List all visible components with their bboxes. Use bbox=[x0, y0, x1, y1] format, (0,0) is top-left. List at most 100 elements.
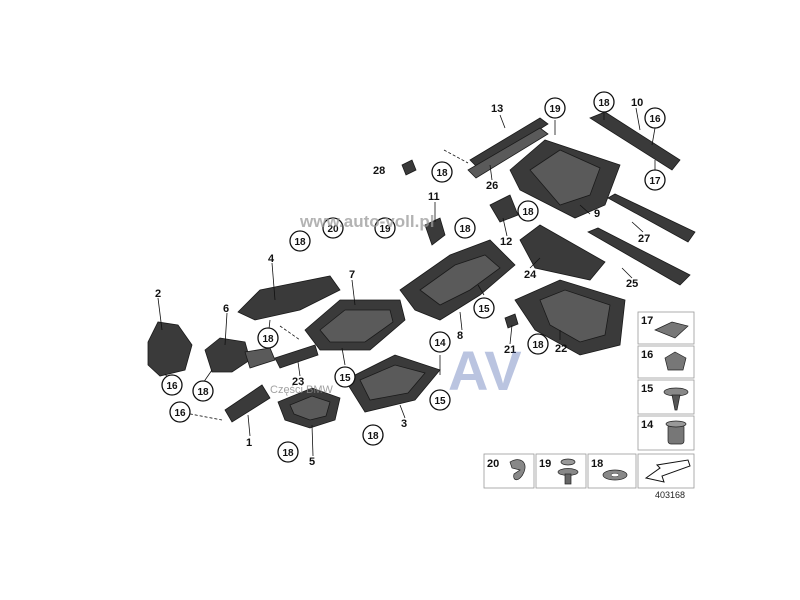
part-8-face bbox=[419, 254, 501, 306]
part-21 bbox=[504, 313, 519, 329]
part-3-face bbox=[359, 364, 426, 401]
callout-18-top-right: 18 bbox=[593, 91, 615, 113]
part-9-ridge bbox=[529, 149, 601, 206]
callout-16-top-right: 16 bbox=[644, 107, 666, 129]
part-5-face bbox=[289, 395, 331, 421]
label-11: 11 bbox=[428, 191, 440, 203]
svg-text:16: 16 bbox=[174, 408, 186, 419]
svg-text:18: 18 bbox=[262, 334, 274, 345]
legend-item-15: 15 bbox=[637, 379, 695, 415]
part-28 bbox=[401, 159, 417, 176]
label-3: 3 bbox=[401, 418, 407, 430]
part-27 bbox=[607, 193, 696, 243]
legend-item-20: 20 bbox=[483, 453, 535, 489]
svg-text:18: 18 bbox=[591, 458, 603, 470]
part-7-face bbox=[319, 309, 394, 343]
legend-item-14: 14 bbox=[637, 415, 695, 451]
label-1: 1 bbox=[246, 437, 252, 449]
svg-text:15: 15 bbox=[339, 373, 351, 384]
label-24: 24 bbox=[524, 269, 537, 281]
svg-text:17: 17 bbox=[649, 176, 661, 187]
svg-text:18: 18 bbox=[598, 98, 610, 109]
legend-item-18: 18 bbox=[587, 453, 637, 489]
label-13: 13 bbox=[491, 103, 503, 115]
svg-text:18: 18 bbox=[294, 237, 306, 248]
callout-19-mid: 19 bbox=[374, 217, 396, 239]
svg-text:14: 14 bbox=[641, 419, 654, 431]
callout-15-7: 15 bbox=[334, 366, 356, 388]
legend-item-17: 17 bbox=[637, 311, 695, 345]
label-25: 25 bbox=[626, 278, 638, 290]
svg-text:14: 14 bbox=[434, 338, 446, 349]
callout-16-2: 16 bbox=[161, 374, 183, 396]
callout-18-12: 18 bbox=[517, 200, 539, 222]
svg-text:16: 16 bbox=[166, 381, 178, 392]
legend-item-19: 19 bbox=[535, 453, 587, 489]
watermark-site: www.auto-voll.pl bbox=[299, 212, 434, 231]
svg-text:18: 18 bbox=[197, 387, 209, 398]
label-27: 27 bbox=[638, 233, 650, 245]
part-4 bbox=[237, 275, 341, 321]
svg-text:20: 20 bbox=[327, 224, 339, 235]
label-10: 10 bbox=[631, 97, 643, 109]
part-24 bbox=[519, 224, 606, 281]
callout-18-21: 18 bbox=[527, 333, 549, 355]
part-26 bbox=[467, 127, 549, 179]
watermark-brand: Części BMW bbox=[270, 384, 334, 396]
svg-text:20: 20 bbox=[487, 458, 499, 470]
svg-text:15: 15 bbox=[478, 304, 490, 315]
svg-text:18: 18 bbox=[282, 448, 294, 459]
svg-text:18: 18 bbox=[367, 431, 379, 442]
callout-18-4b: 18 bbox=[257, 327, 279, 349]
part-10 bbox=[589, 111, 681, 171]
svg-text:15: 15 bbox=[641, 383, 653, 395]
part-1 bbox=[224, 384, 271, 423]
label-2: 2 bbox=[155, 288, 161, 300]
svg-text:18: 18 bbox=[532, 340, 544, 351]
svg-text:19: 19 bbox=[379, 224, 391, 235]
label-21: 21 bbox=[504, 344, 516, 356]
svg-text:17: 17 bbox=[641, 315, 653, 327]
svg-text:15: 15 bbox=[434, 396, 446, 407]
callout-18-6: 18 bbox=[192, 380, 214, 402]
label-26: 26 bbox=[486, 180, 498, 192]
part-2 bbox=[147, 321, 193, 377]
callout-16-1: 16 bbox=[169, 401, 191, 423]
svg-text:19: 19 bbox=[549, 104, 561, 115]
svg-text:18: 18 bbox=[522, 207, 534, 218]
part-6 bbox=[204, 337, 251, 373]
label-9: 9 bbox=[594, 208, 600, 220]
part-22-face bbox=[539, 289, 611, 343]
callout-15-3: 15 bbox=[429, 389, 451, 411]
callout-18-5: 18 bbox=[277, 441, 299, 463]
label-6: 6 bbox=[223, 303, 229, 315]
part-6b bbox=[244, 347, 276, 369]
callout-15-8: 15 bbox=[473, 297, 495, 319]
watermark-logo: AV bbox=[448, 339, 522, 402]
label-5: 5 bbox=[309, 456, 315, 468]
label-28: 28 bbox=[373, 165, 385, 177]
callout-19-top: 19 bbox=[544, 97, 566, 119]
label-12: 12 bbox=[500, 236, 512, 248]
svg-text:16: 16 bbox=[641, 349, 653, 361]
callout-18-3: 18 bbox=[362, 424, 384, 446]
callout-18-top: 18 bbox=[431, 161, 453, 183]
label-8: 8 bbox=[457, 330, 463, 342]
label-4: 4 bbox=[268, 253, 275, 265]
svg-text:16: 16 bbox=[649, 114, 661, 125]
svg-text:18: 18 bbox=[436, 168, 448, 179]
callout-18-4: 18 bbox=[289, 230, 311, 252]
callout-14-3: 14 bbox=[429, 331, 451, 353]
part-25 bbox=[587, 227, 691, 286]
callout-18-11: 18 bbox=[454, 217, 476, 239]
legend-item-16: 16 bbox=[637, 345, 695, 379]
reference-number: 403168 bbox=[655, 490, 685, 500]
callout-20: 20 bbox=[322, 217, 344, 239]
label-7: 7 bbox=[349, 269, 355, 281]
part-12 bbox=[489, 194, 519, 223]
legend-arrow-box bbox=[637, 453, 695, 489]
label-22: 22 bbox=[555, 343, 567, 355]
label-23: 23 bbox=[292, 376, 304, 388]
svg-text:19: 19 bbox=[539, 458, 551, 470]
